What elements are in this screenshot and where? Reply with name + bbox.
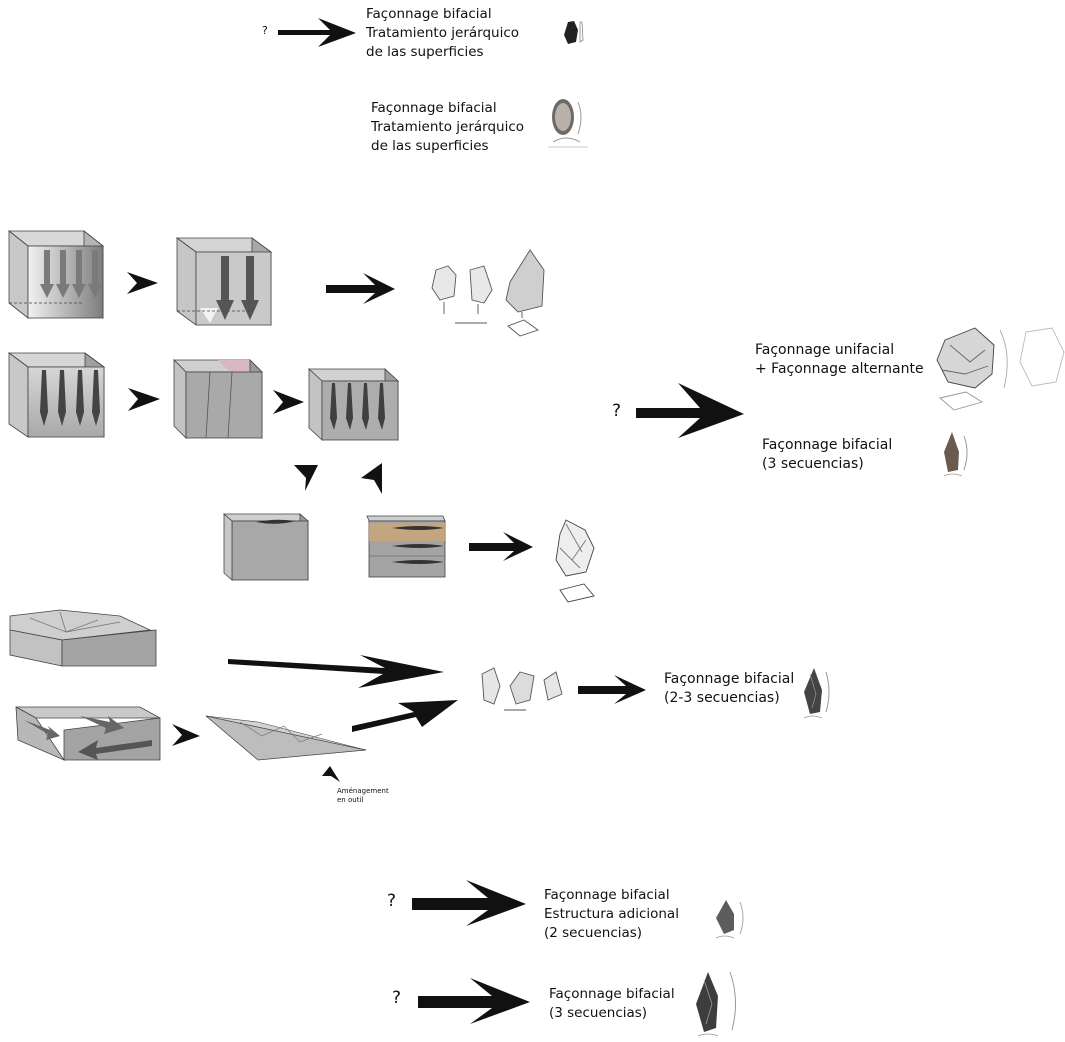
- big-arrow-top: [278, 18, 356, 47]
- arrowhead-amenagement: [322, 766, 340, 782]
- bifacial-3-sequences-label-1: Façonnage bifacial (3 secuencias): [762, 437, 893, 472]
- bifacial-tool-thumbnail-mid: [943, 432, 968, 477]
- arrowhead-2: [128, 388, 160, 411]
- tool-thumbnail-2: [548, 99, 588, 148]
- long-arrow-lower: [352, 700, 458, 732]
- bifacial-tool-thumbnail-row4: [803, 668, 830, 719]
- big-arrow-row1: [326, 273, 395, 304]
- arrowhead-down-right: [361, 463, 382, 494]
- question-mark-bottom-2: ?: [392, 988, 402, 1008]
- unifacial-alternating-label: Façonnage unifacial + Façonnage alternan…: [755, 342, 924, 377]
- core-block-5: [307, 368, 400, 441]
- core-block-4: [173, 359, 263, 439]
- unifacial-tool-drawings: [936, 327, 1065, 411]
- big-arrow-row3: [469, 532, 533, 561]
- bifacial-tool-thumbnail-bottom-2: [696, 971, 736, 1037]
- big-arrow-bottom-2: [418, 978, 530, 1024]
- arrowhead-3: [273, 390, 304, 414]
- flake-blank: [205, 715, 367, 761]
- amenagement-label: Aménagement en outil: [337, 787, 389, 804]
- bifacial-hierarchical-label-2: Façonnage bifacial Tratamiento jerárquic…: [371, 100, 525, 154]
- bifacial-tool-thumbnail-bottom-1: [715, 900, 744, 939]
- core-block-9: [15, 706, 161, 761]
- tool-drawings-row1: [431, 249, 545, 337]
- core-block-8: [9, 609, 157, 667]
- tool-drawings-row4: [481, 667, 563, 711]
- arrowhead-down-left: [294, 465, 318, 491]
- bifacial-hierarchical-label-1: Façonnage bifacial Tratamiento jerárquic…: [366, 6, 520, 60]
- question-mark-top: ?: [262, 24, 268, 37]
- bifacial-2-3-sequences-label: Façonnage bifacial (2-3 secuencias): [664, 671, 795, 706]
- arrowhead-4: [172, 724, 200, 746]
- core-block-3: [7, 352, 106, 438]
- big-arrow-bottom-1: [412, 880, 526, 926]
- bifacial-3-sequences-label-2: Façonnage bifacial (3 secuencias): [549, 986, 675, 1021]
- arrowhead-1: [127, 272, 158, 294]
- big-arrow-row4: [578, 675, 646, 704]
- question-mark-middle: ?: [612, 401, 622, 421]
- bifacial-additional-structure-label: Façonnage bifacial Estructura adicional …: [544, 887, 679, 941]
- core-block-1: [7, 230, 105, 319]
- tool-thumbnail-1: [564, 21, 584, 44]
- question-mark-bottom-1: ?: [387, 891, 397, 911]
- core-block-7: [366, 515, 446, 578]
- core-block-2: [175, 237, 273, 326]
- tool-drawing-row3: [555, 519, 595, 603]
- core-block-6: [222, 513, 310, 581]
- long-arrow-upper: [228, 655, 444, 688]
- big-arrow-middle: [636, 383, 744, 438]
